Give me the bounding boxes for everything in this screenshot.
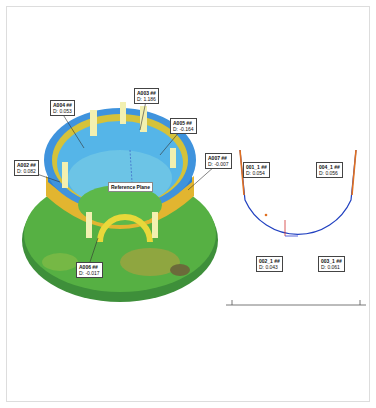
callout-box: A007 ##D: -0.007 [205, 153, 232, 169]
callout-box: 004_1 ##D: 0.056 [316, 162, 343, 178]
point-name: 004_1 ## [319, 164, 340, 170]
point-name: A005 ## [173, 120, 194, 126]
point-name: A007 ## [208, 155, 229, 161]
deviation-value: D: -0.007 [208, 161, 229, 167]
deviation-value: D: 1.186 [137, 96, 156, 102]
cross-section [226, 150, 366, 305]
deviation-value: D: 0.082 [17, 168, 36, 174]
deviation-value: D: 0.054 [246, 170, 267, 176]
callout-box: A006 ##D: -0.017 [76, 262, 103, 278]
point-name: A006 ## [79, 264, 100, 270]
callout-box: A005 ##D: -0.164 [170, 118, 197, 134]
callout-box: 003_1 ##D: 0.061 [318, 256, 345, 272]
callout-box: 002_1 ##D: 0.043 [256, 256, 283, 272]
deviation-value: D: 0.061 [321, 264, 342, 270]
deviation-value: D: 0.043 [259, 264, 280, 270]
callout-box: A004 ##D: 0.053 [50, 100, 75, 116]
deviation-value: D: 0.053 [53, 108, 72, 114]
point-name: A002 ## [17, 162, 36, 168]
point-name: 001_1 ## [246, 164, 267, 170]
reference-label: Reference Plane [108, 182, 153, 192]
callout-box: A002 ##D: 0.082 [14, 160, 39, 176]
callout-box: A003 ##D: 1.186 [134, 88, 159, 104]
point-name: Reference Plane [111, 184, 150, 190]
point-name: A004 ## [53, 102, 72, 108]
point-name: 002_1 ## [259, 258, 280, 264]
callout-box: 001_1 ##D: 0.054 [243, 162, 270, 178]
point-name: A003 ## [137, 90, 156, 96]
deviation-map [22, 101, 218, 302]
deviation-value: D: -0.017 [79, 270, 100, 276]
deviation-value: D: 0.056 [319, 170, 340, 176]
deviation-value: D: -0.164 [173, 126, 194, 132]
frame [7, 7, 370, 402]
point-name: 003_1 ## [321, 258, 342, 264]
